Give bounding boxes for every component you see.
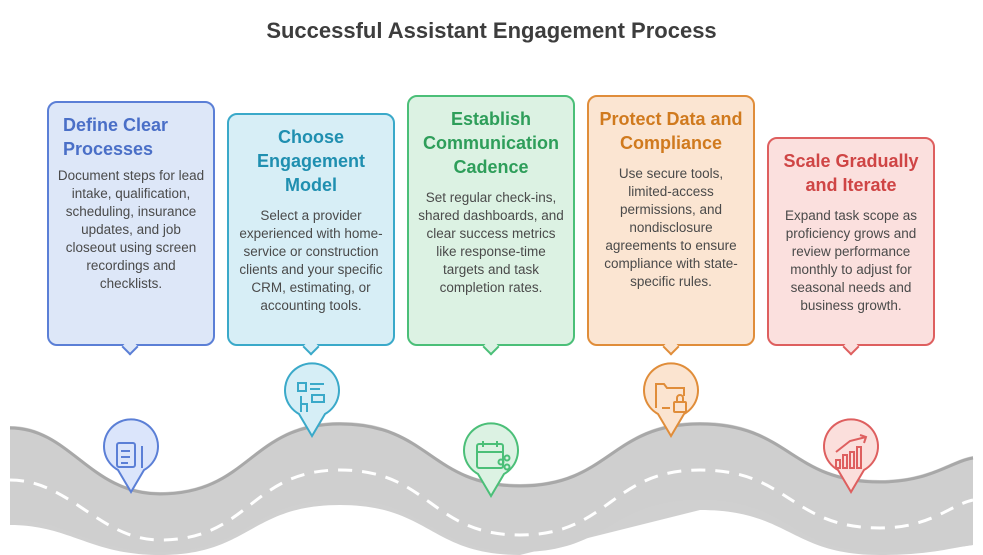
pin-step-5: [823, 418, 879, 494]
step-card-define-processes: Define Clear Processes Document steps fo…: [47, 101, 215, 346]
pin-step-2: [284, 362, 340, 438]
step-description: Set regular check-ins, shared dashboards…: [418, 190, 564, 295]
step-title: Protect Data and Compliance: [599, 109, 743, 153]
step-title: Define Clear Processes: [63, 115, 169, 159]
step-description: Expand task scope as proficiency grows a…: [784, 208, 918, 313]
pin-step-3: [463, 422, 519, 498]
pointer-layout-icon: [297, 382, 325, 412]
checklist-pen-icon: [116, 442, 143, 468]
step-description: Use secure tools, limited-access permiss…: [604, 166, 738, 289]
step-card-communication-cadence: Establish Communication Cadence Set regu…: [407, 95, 575, 346]
page-title: Successful Assistant Engagement Process: [266, 18, 717, 43]
step-card-engagement-model: Choose Engagement Model Select a provide…: [227, 113, 395, 346]
pin-step-4: [643, 362, 699, 438]
step-title: Scale Gradually and Iterate: [783, 151, 919, 195]
step-description: Select a provider experienced with home-…: [239, 208, 383, 313]
folder-lock-icon: [655, 383, 687, 413]
step-description: Document steps for lead intake, qualific…: [57, 168, 205, 291]
step-title: Choose Engagement Model: [256, 127, 366, 195]
growth-chart-icon: [835, 434, 868, 469]
step-title: Establish Communication Cadence: [422, 109, 559, 177]
step-card-data-compliance: Protect Data and Compliance Use secure t…: [587, 95, 755, 346]
step-card-scale-iterate: Scale Gradually and Iterate Expand task …: [767, 137, 935, 346]
pin-step-1: [103, 418, 159, 494]
calendar-share-icon: [476, 441, 511, 471]
